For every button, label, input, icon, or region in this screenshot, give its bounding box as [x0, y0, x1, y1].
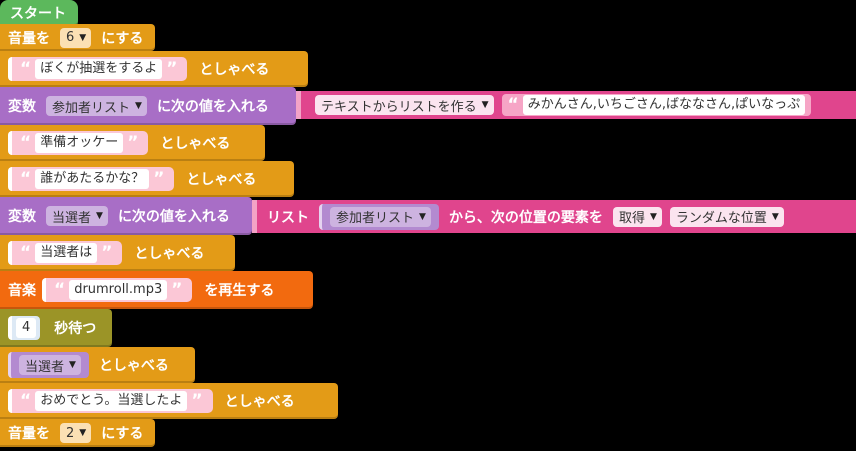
set-variable-block[interactable]: 変数 参加者リスト▼ に次の値を入れる [0, 87, 296, 125]
wait-seconds-slot[interactable]: 4 [8, 316, 41, 340]
chevron-down-icon: ▼ [419, 211, 426, 222]
volume-block[interactable]: 音量を 6▼ にする [0, 24, 155, 51]
wait-seconds[interactable]: 4 [16, 318, 37, 338]
text-to-list-block[interactable]: テキストからリストを作る▼ “ みかんさん,いちごさん,ばななさん,ぱいなっぷ [296, 91, 856, 119]
text-slot[interactable]: “ 誰があたるかな？ ” [8, 167, 175, 191]
say-suffix: としゃべる [199, 62, 270, 78]
list-variable-slot[interactable]: 参加者リスト▼ [319, 203, 439, 230]
say-text[interactable]: 準備オッケー [35, 133, 124, 153]
music-file-slot[interactable]: “ drumroll.mp3 ” [42, 278, 193, 302]
chevron-down-icon: ▼ [135, 101, 142, 111]
chevron-down-icon: ▼ [771, 211, 779, 222]
volume-dropdown[interactable]: 6▼ [60, 27, 92, 48]
chevron-down-icon: ▼ [649, 211, 657, 222]
quote-close-icon: ” [153, 168, 165, 189]
say-block[interactable]: “ 当選者は ” としゃべる [0, 235, 235, 271]
say-suffix: としゃべる [224, 394, 295, 410]
set-variable-block[interactable]: 変数 当選者▼ に次の値を入れる [0, 197, 252, 235]
say-block[interactable]: “ ぼくが抽選をするよ ” としゃべる [0, 51, 308, 87]
chevron-down-icon: ▼ [481, 100, 489, 110]
wait-block[interactable]: 4 秒待つ [0, 309, 112, 347]
variable-label: 変数 [8, 209, 36, 225]
quote-close-icon: ” [101, 242, 113, 263]
position-dropdown[interactable]: ランダムな位置▼ [669, 206, 784, 227]
set-variable-suffix: に次の値を入れる [156, 99, 269, 115]
say-suffix: としゃべる [134, 246, 205, 262]
list-text[interactable]: みかんさん,いちごさん,ばななさん,ぱいなっぷ [522, 95, 806, 115]
say-block[interactable]: 当選者▼ としゃべる [0, 347, 195, 383]
volume-label: 音量を [8, 426, 50, 442]
say-block[interactable]: “ 準備オッケー ” としゃべる [0, 125, 265, 161]
quote-open-icon: “ [20, 58, 32, 79]
say-text[interactable]: 当選者は [35, 243, 98, 263]
variable-dropdown[interactable]: 参加者リスト▼ [46, 96, 147, 116]
volume-dropdown[interactable]: 2▼ [60, 423, 92, 443]
say-variable-slot[interactable]: 当選者▼ [8, 352, 89, 378]
say-block[interactable]: “ 誰があたるかな？ ” としゃべる [0, 161, 294, 197]
start-label: スタート [10, 6, 66, 22]
list-function-dropdown[interactable]: テキストからリストを作る▼ [315, 95, 494, 115]
quote-open-icon: “ [20, 390, 32, 411]
say-suffix: としゃべる [186, 172, 257, 188]
list-label: リスト [267, 209, 309, 226]
volume-label: 音量を [8, 30, 50, 47]
list-variable-dropdown[interactable]: 参加者リスト▼ [330, 206, 431, 227]
music-file[interactable]: drumroll.mp3 [69, 280, 168, 300]
quote-close-icon: ” [166, 58, 178, 79]
quote-close-icon: ” [127, 132, 139, 153]
list-text-slot[interactable]: “ みかんさん,いちごさん,ばななさん,ぱいなっぷ [501, 94, 812, 116]
text-slot[interactable]: “ おめでとう。当選したよ ” [8, 389, 213, 413]
set-variable-suffix: に次の値を入れる [117, 209, 230, 225]
music-suffix: を再生する [204, 283, 275, 299]
say-text[interactable]: おめでとう。当選したよ [35, 391, 188, 411]
quote-open-icon: “ [20, 242, 32, 263]
variable-label: 変数 [8, 99, 36, 115]
start-block[interactable]: スタート [0, 0, 78, 26]
text-slot[interactable]: “ 当選者は ” [8, 241, 123, 265]
text-slot[interactable]: “ 準備オッケー ” [8, 131, 149, 155]
chevron-down-icon: ▼ [79, 428, 87, 438]
chevron-down-icon: ▼ [69, 360, 76, 370]
chevron-down-icon: ▼ [96, 211, 103, 221]
say-text[interactable]: ぼくが抽選をするよ [35, 59, 163, 79]
play-music-block[interactable]: 音楽 “ drumroll.mp3 ” を再生する [0, 271, 313, 309]
quote-open-icon: “ [20, 168, 32, 189]
quote-open-icon: “ [20, 132, 32, 153]
list-get-item-block[interactable]: リスト 参加者リスト▼ から、次の位置の要素を 取得▼ ランダムな位置▼ [252, 200, 856, 233]
quote-open-icon: “ [507, 94, 519, 115]
chevron-down-icon: ▼ [79, 32, 87, 43]
quote-open-icon: “ [54, 279, 66, 300]
say-block[interactable]: “ おめでとう。当選したよ ” としゃべる [0, 383, 338, 419]
operation-dropdown[interactable]: 取得▼ [612, 206, 662, 227]
list-get-mid-label: から、次の位置の要素を [448, 209, 603, 226]
say-text[interactable]: 誰があたるかな？ [35, 169, 150, 189]
wait-suffix: 秒待つ [54, 321, 97, 337]
say-suffix: としゃべる [98, 358, 169, 374]
text-slot[interactable]: “ ぼくが抽選をするよ ” [8, 57, 188, 81]
say-suffix: としゃべる [160, 136, 231, 152]
quote-close-icon: ” [191, 390, 203, 411]
variable-dropdown[interactable]: 当選者▼ [46, 206, 108, 226]
music-label: 音楽 [8, 283, 36, 299]
volume-suffix: にする [101, 426, 144, 442]
volume-block[interactable]: 音量を 2▼ にする [0, 419, 155, 447]
quote-close-icon: ” [171, 279, 183, 300]
volume-suffix: にする [101, 30, 144, 47]
say-variable-dropdown[interactable]: 当選者▼ [19, 355, 81, 375]
